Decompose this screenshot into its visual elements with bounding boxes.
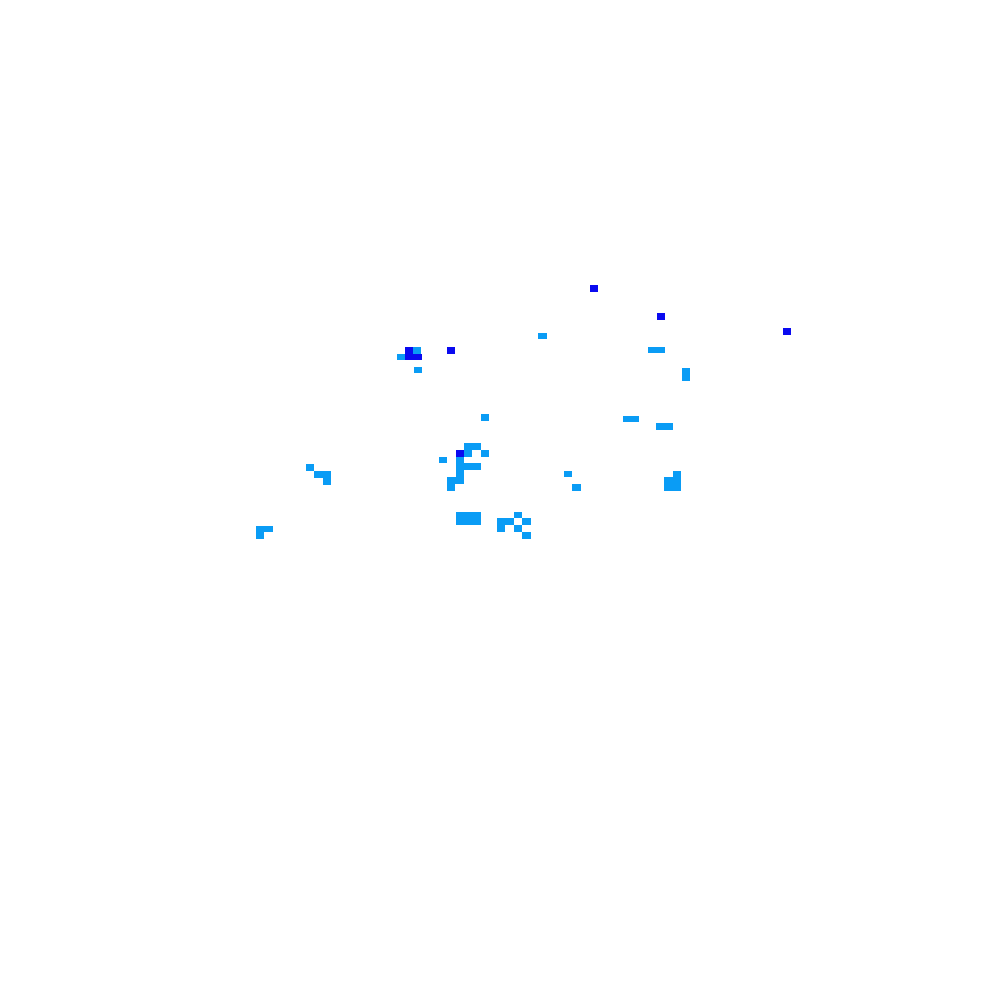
light-pixel-block-9 — [397, 354, 405, 360]
light-pixel-block-30 — [673, 471, 681, 478]
light-pixel-block-35 — [522, 518, 531, 525]
light-pixel-block-29 — [572, 484, 581, 491]
dark-pixel-block-5 — [405, 354, 422, 360]
light-pixel-block-13 — [481, 414, 489, 421]
dark-pixel-block-4 — [405, 347, 413, 354]
light-pixel-block-15 — [656, 423, 673, 430]
light-pixel-block-38 — [522, 532, 531, 539]
light-pixel-block-19 — [439, 457, 447, 463]
light-pixel-block-17 — [464, 450, 472, 457]
light-pixel-block-32 — [456, 512, 481, 525]
dark-pixel-block-0 — [590, 285, 598, 292]
light-pixel-block-36 — [497, 525, 505, 532]
light-pixel-block-23 — [314, 471, 331, 478]
light-pixel-block-31 — [664, 477, 681, 491]
dark-pixel-block-2 — [783, 328, 791, 335]
light-pixel-block-20 — [456, 457, 464, 464]
light-pixel-block-7 — [538, 333, 547, 339]
dark-pixel-block-3 — [447, 347, 455, 354]
light-pixel-block-22 — [306, 464, 314, 471]
light-pixel-block-18 — [481, 450, 489, 457]
light-pixel-block-24 — [323, 478, 331, 485]
light-pixel-block-34 — [497, 518, 514, 525]
light-pixel-block-40 — [256, 532, 264, 539]
light-pixel-block-14 — [623, 416, 639, 422]
light-pixel-block-8 — [413, 347, 421, 354]
dark-pixel-block-1 — [657, 313, 665, 320]
light-pixel-block-21 — [456, 463, 481, 470]
light-pixel-block-12 — [682, 368, 690, 381]
light-pixel-block-11 — [648, 347, 665, 353]
light-pixel-block-16 — [464, 443, 481, 450]
light-pixel-block-28 — [564, 471, 572, 477]
light-pixel-block-25 — [456, 470, 464, 477]
light-pixel-block-39 — [256, 526, 273, 532]
light-pixel-block-10 — [414, 367, 422, 373]
light-pixel-block-27 — [447, 484, 455, 491]
light-pixel-block-37 — [514, 525, 522, 532]
light-pixel-block-33 — [514, 512, 522, 518]
light-pixel-block-26 — [447, 477, 464, 484]
dark-pixel-block-6 — [456, 450, 464, 457]
